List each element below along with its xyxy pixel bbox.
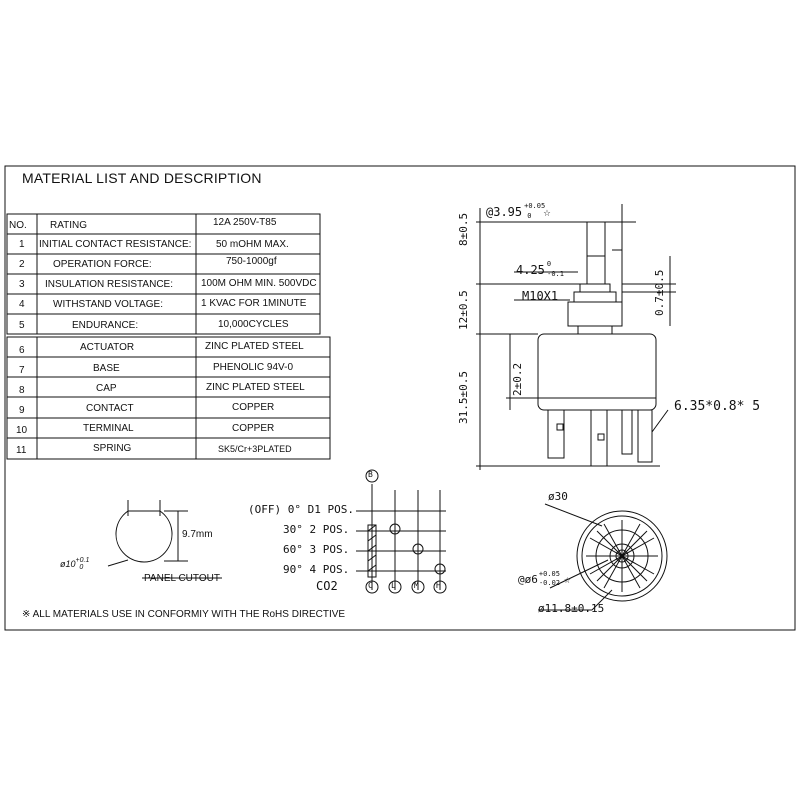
star-icon: ☆ [543, 205, 551, 219]
table-row-item: TERMINAL [83, 423, 134, 434]
table-row-item: BASE [93, 363, 120, 374]
circuit-terminal-c: C [368, 581, 373, 590]
flat-tolerance-zero: 0 [546, 260, 552, 268]
table-row-value: PHENOLIC 94V-0 [213, 362, 294, 373]
panel-cutout-flat-label: 9.7mm [182, 529, 213, 540]
switch-position-90: 90° 4 POS. [283, 563, 350, 576]
table-row-value: COPPER [232, 402, 275, 413]
thread-label: M10X1 [522, 289, 559, 303]
table-row-no: 8 [19, 385, 25, 396]
dim-right-label: 0.7±0.5 [653, 269, 666, 316]
table-row-value: ZINC PLATED STEEL [205, 341, 304, 352]
table-row-item: ENDURANCE: [72, 320, 139, 331]
table-row-value: 10,000CYCLES [218, 319, 289, 330]
outer-diameter-label: ø30 [548, 490, 568, 503]
inner-diameter-value: @ø6 [518, 573, 538, 586]
circuit-terminal-b: B [368, 470, 373, 479]
table-row-value: 100M OHM MIN. 500VDC [201, 278, 317, 289]
inner-tolerance-minus: -0.02 [538, 579, 561, 587]
terminal-size-label: 6.35*0.8* 5 [674, 399, 761, 414]
table-header-item: RATING [50, 220, 88, 231]
table-row-item: WITHSTAND VOLTAGE: [53, 299, 164, 310]
shaft-tolerance-plus: +0.05 [524, 202, 546, 210]
bottom-view-drawing [538, 503, 668, 611]
flat-width-value: 4.25 [516, 263, 545, 277]
flat-tolerance-minus: -0.1 [547, 270, 564, 278]
table-row-item: SPRING [93, 443, 132, 454]
table-row-value: 50 mOHM MAX. [216, 239, 289, 250]
table-row-no: 3 [19, 279, 25, 290]
table-row-item: INITIAL CONTACT RESISTANCE: [39, 239, 192, 250]
table-row-value: 750-1000gf [226, 256, 277, 267]
switching-code: CO2 [316, 579, 338, 593]
table-row-no: 6 [19, 345, 25, 356]
switch-position-off: (OFF) 0° D1 POS. [248, 503, 354, 516]
star-icon: ☆ [564, 573, 571, 586]
table-row-no: 2 [19, 259, 25, 270]
table-row-item: INSULATION RESISTANCE: [45, 279, 173, 290]
table-header-value: 12A 250V-T85 [213, 217, 277, 228]
table-header-no: NO. [9, 220, 27, 231]
circuit-terminal-m: M [414, 581, 419, 590]
table-row-no: 9 [19, 405, 25, 416]
panel-cutout-tolerance-zero: 0 [79, 564, 84, 571]
dim-top-label: 8±0.5 [457, 212, 470, 246]
table-row-no: 5 [19, 320, 25, 331]
mid-diameter-label: ø11.8±0.15 [538, 602, 605, 615]
inner-tolerance-plus: +0.05 [538, 570, 560, 578]
side-view [476, 204, 676, 470]
switch-position-60: 60° 3 POS. [283, 543, 350, 556]
table-row-no: 11 [16, 445, 27, 456]
table-row-item: CONTACT [86, 403, 134, 414]
panel-cutout-diameter-label: ø10+0.10 [60, 557, 93, 571]
switch-position-30: 30° 2 POS. [283, 523, 350, 536]
table-row-value: 1 KVAC FOR 1MINUTE [201, 298, 307, 309]
table-row-value: COPPER [232, 423, 275, 434]
circuit-terminal-l: L [391, 581, 396, 590]
circuit-terminal-h: H [436, 581, 441, 590]
table-row-item: OPERATION FORCE: [53, 259, 152, 270]
shaft-diameter-label: @3.95+0.05 0 ☆ [486, 203, 551, 220]
panel-cutout-drawing [107, 500, 222, 579]
panel-cutout-title: PANEL CUTOUT [144, 573, 220, 584]
table-row-no: 1 [19, 239, 25, 250]
switching-grid [356, 469, 447, 594]
panel-cutout-diameter-value: ø10 [60, 559, 76, 569]
shaft-tolerance-zero: 0 [527, 212, 532, 220]
page-title: MATERIAL LIST AND DESCRIPTION [22, 170, 262, 186]
table-row-value: ZINC PLATED STEEL [206, 382, 305, 393]
table-row-item: CAP [96, 383, 117, 394]
table-row-value: SK5/Cr+3PLATED [218, 444, 292, 454]
table-row-no: 10 [16, 425, 28, 436]
shaft-diameter-value: @3.95 [486, 205, 523, 219]
dim-body-label: 31.5±0.5 [457, 371, 470, 424]
table-row-no: 4 [19, 299, 25, 310]
material-table-grid [6, 213, 331, 460]
panel-cutout-tolerance-plus: +0.1 [75, 557, 90, 564]
table-row-no: 7 [19, 365, 25, 376]
dim-mid-label: 12±0.5 [457, 290, 470, 330]
inner-diameter-label: @ø6+0.05-0.02☆ [518, 571, 571, 587]
rohs-note: ※ ALL MATERIALS USE IN CONFORMIY WITH TH… [22, 609, 346, 620]
dim-base-label: 2±0.2 [511, 362, 524, 396]
table-row-item: ACTUATOR [80, 342, 135, 353]
